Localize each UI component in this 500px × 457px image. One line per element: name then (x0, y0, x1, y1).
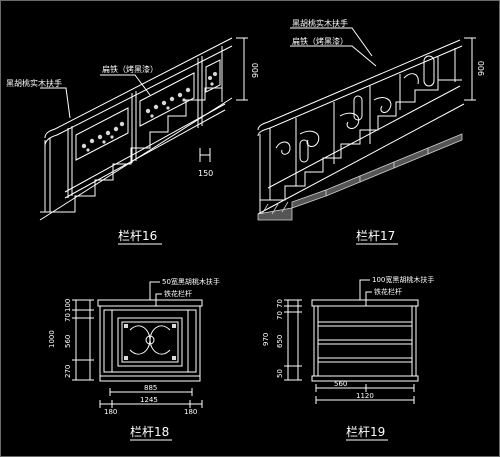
label-17-iron: 扁铁（烤黑漆） (292, 36, 348, 46)
railing-19-texts: 100宽黑胡桃木扶手 铁花栏杆 70 70 650 50 970 560 112… (262, 275, 434, 439)
dim-16-height: 900 (251, 63, 260, 78)
dim-19-v-mid: 650 (276, 335, 284, 348)
title-17: 栏杆17 (356, 228, 395, 243)
label-16-iron: 扁铁（烤黑漆） (102, 64, 158, 74)
label-16-handrail: 黑胡桃实木扶手 (6, 78, 62, 88)
dim-19-total-w: 1120 (356, 392, 374, 400)
dim-19-total: 970 (262, 333, 270, 346)
dim-18-total-w: 1245 (140, 396, 158, 404)
dim-19-inner: 560 (334, 380, 347, 388)
label-17-handrail: 黑胡桃实木扶手 (292, 18, 348, 28)
railing-18-fill (124, 324, 176, 360)
railing-16-drawing (39, 37, 248, 221)
railing-16-ornament (81, 72, 217, 152)
dim-19-v-2: 70 (276, 311, 284, 320)
dim-18-right: 180 (184, 408, 197, 416)
railing-17-drawing (257, 27, 476, 215)
dim-19-v-top: 70 (276, 299, 284, 308)
dim-18-v-top: 100 (64, 299, 72, 312)
dim-17-height: 900 (477, 61, 486, 76)
title-18: 栏杆18 (130, 424, 169, 439)
dim-18-v-mid: 560 (64, 335, 72, 348)
label-19-handrail: 100宽黑胡桃木扶手 (372, 275, 434, 284)
dim-18-v-bot: 270 (64, 365, 72, 378)
dim-18-inner: 885 (144, 384, 157, 392)
railing-18-drawing (72, 281, 203, 408)
dim-18-v-2: 70 (64, 313, 72, 322)
railing-19-drawing (284, 279, 419, 404)
railing-17-base-hatch (257, 133, 463, 221)
label-18-rail: 铁花栏杆 (164, 289, 192, 298)
title-16: 栏杆16 (118, 228, 157, 243)
dim-16-offset: 150 (198, 169, 213, 178)
railing-16-texts: 黑胡桃实木扶手 扁铁（烤黑漆） 900 150 栏杆16 (6, 63, 260, 243)
railing-17-texts: 黑胡桃实木扶手 扁铁（烤黑漆） 900 栏杆17 (292, 18, 486, 243)
dim-19-v-bot: 50 (276, 369, 284, 378)
dim-18-left: 180 (104, 408, 117, 416)
dim-18-total: 1000 (48, 330, 56, 348)
label-18-handrail: 50宽黑胡桃木扶手 (162, 277, 220, 286)
title-19: 栏杆19 (346, 424, 385, 439)
railing-18-texts: 50宽黑胡桃木扶手 铁花栏杆 100 70 560 270 1000 885 1… (48, 277, 220, 439)
label-19-rail: 铁花栏杆 (374, 287, 402, 296)
